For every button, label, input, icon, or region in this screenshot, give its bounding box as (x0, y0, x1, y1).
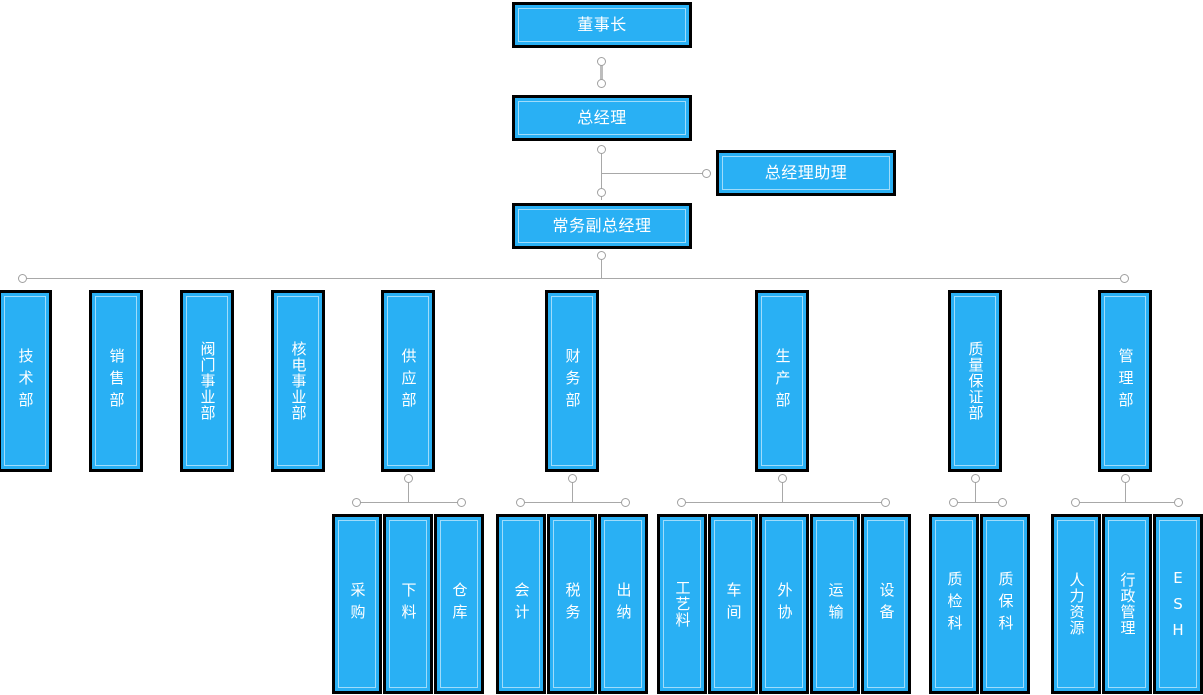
node-subunit-production-3[interactable]: 运输 (810, 514, 860, 694)
node-subunit-admin-1-label: 行政管理 (1118, 572, 1137, 636)
connector-quality-bus (954, 502, 1003, 503)
node-subunit-quality-1[interactable]: 质保科 (980, 514, 1030, 694)
node-department-8[interactable]: 管理部 (1098, 290, 1152, 472)
node-subunit-finance-2-label: 出纳 (614, 582, 633, 626)
connector-dot-supply-bus-right (457, 498, 466, 507)
node-department-3[interactable]: 核电事业部 (271, 290, 325, 472)
connector-finance-bus (521, 502, 626, 503)
connector-dot-chairman-bottom (597, 57, 606, 66)
connector-dot-assistant (702, 169, 711, 178)
node-general-manager-label: 总经理 (577, 107, 627, 127)
node-department-7-label: 质量保证部 (966, 341, 985, 421)
node-subunit-admin-1[interactable]: 行政管理 (1102, 514, 1152, 694)
node-department-5[interactable]: 财务部 (545, 290, 599, 472)
connector-dot-gm-bottom (597, 145, 606, 154)
department-bus-dot-right (1120, 274, 1129, 283)
node-subunit-finance-2[interactable]: 出纳 (598, 514, 648, 694)
connector-admin-bus (1076, 502, 1179, 503)
node-department-1[interactable]: 销售部 (89, 290, 143, 472)
node-chairman[interactable]: 董事长 (512, 2, 692, 48)
node-subunit-production-2[interactable]: 外协 (759, 514, 809, 694)
connector-gm-to-deputy (601, 150, 602, 200)
node-department-7[interactable]: 质量保证部 (948, 290, 1002, 472)
node-subunit-supply-0[interactable]: 采购 (332, 514, 382, 694)
node-subunit-admin-2-label: E S H (1172, 568, 1184, 640)
connector-dot-gm-top (597, 79, 606, 88)
node-department-4[interactable]: 供应部 (381, 290, 435, 472)
connector-production-bus (682, 502, 886, 503)
node-executive-deputy-general-manager[interactable]: 常务副总经理 (512, 203, 692, 249)
node-subunit-production-4-label: 设备 (877, 582, 896, 626)
node-chairman-label: 董事长 (577, 14, 627, 34)
connector-dot-deputy-top (597, 188, 606, 197)
connector-dot-supply-bus-left (352, 498, 361, 507)
connector-deputy-to-bus (601, 255, 602, 279)
node-subunit-production-2-label: 外协 (775, 582, 794, 626)
node-subunit-production-0-label: 工艺料 (673, 580, 692, 628)
node-executive-deputy-general-manager-label: 常务副总经理 (552, 215, 652, 235)
connector-dot-quality-bus-right (998, 498, 1007, 507)
connector-admin-stub (1125, 478, 1126, 502)
connector-dot-supply-parent (404, 474, 413, 483)
connector-dot-quality-parent (971, 474, 980, 483)
node-subunit-quality-0[interactable]: 质检科 (929, 514, 979, 694)
node-subunit-production-1-label: 车间 (724, 582, 743, 626)
department-bus-line (23, 278, 1125, 279)
node-department-8-label: 管理部 (1116, 348, 1135, 414)
node-department-0[interactable]: 技术部 (0, 290, 52, 472)
connector-gm-to-assistant (601, 173, 705, 174)
connector-production-stub (782, 478, 783, 502)
connector-dot-admin-bus-left (1071, 498, 1080, 507)
department-bus-dot-left (18, 274, 27, 283)
connector-dot-production-bus-right (881, 498, 890, 507)
connector-dot-finance-bus-left (516, 498, 525, 507)
connector-supply-bus (357, 502, 462, 503)
node-general-manager[interactable]: 总经理 (512, 95, 692, 141)
node-subunit-production-1[interactable]: 车间 (708, 514, 758, 694)
node-department-2[interactable]: 阀门事业部 (180, 290, 234, 472)
node-subunit-admin-0[interactable]: 人力资源 (1051, 514, 1101, 694)
connector-dot-admin-parent (1121, 474, 1130, 483)
node-subunit-admin-2[interactable]: E S H (1153, 514, 1203, 694)
node-subunit-supply-1-label: 下料 (399, 582, 418, 626)
node-subunit-admin-0-label: 人力资源 (1067, 572, 1086, 636)
node-subunit-supply-2[interactable]: 仓库 (434, 514, 484, 694)
node-subunit-finance-1[interactable]: 税务 (547, 514, 597, 694)
node-subunit-production-3-label: 运输 (826, 582, 845, 626)
node-subunit-quality-0-label: 质检科 (945, 571, 964, 637)
connector-dot-deputy-bottom (597, 251, 606, 260)
connector-dot-quality-bus-left (949, 498, 958, 507)
node-department-2-label: 阀门事业部 (198, 341, 217, 421)
node-subunit-finance-0[interactable]: 会计 (496, 514, 546, 694)
connector-dot-finance-parent (568, 474, 577, 483)
connector-dot-production-parent (778, 474, 787, 483)
node-department-6[interactable]: 生产部 (755, 290, 809, 472)
node-subunit-production-4[interactable]: 设备 (861, 514, 911, 694)
node-department-5-label: 财务部 (563, 348, 582, 414)
node-subunit-production-0[interactable]: 工艺料 (657, 514, 707, 694)
node-assistant-general-manager[interactable]: 总经理助理 (716, 150, 896, 196)
node-subunit-supply-2-label: 仓库 (450, 582, 469, 626)
connector-quality-stub (975, 478, 976, 502)
node-assistant-general-manager-label: 总经理助理 (764, 162, 848, 182)
node-subunit-finance-0-label: 会计 (512, 582, 531, 626)
node-department-3-label: 核电事业部 (289, 341, 308, 421)
node-subunit-supply-1[interactable]: 下料 (383, 514, 433, 694)
connector-finance-stub (572, 478, 573, 502)
connector-dot-production-bus-left (677, 498, 686, 507)
node-department-0-label: 技术部 (16, 348, 35, 414)
node-department-6-label: 生产部 (773, 348, 792, 414)
node-department-4-label: 供应部 (399, 348, 418, 414)
node-subunit-quality-1-label: 质保科 (996, 571, 1015, 637)
connector-chairman-to-gm (600, 62, 603, 84)
connector-dot-admin-bus-right (1174, 498, 1183, 507)
node-subunit-supply-0-label: 采购 (348, 582, 367, 626)
connector-dot-finance-bus-right (621, 498, 630, 507)
node-department-1-label: 销售部 (107, 348, 126, 414)
node-subunit-finance-1-label: 税务 (563, 582, 582, 626)
connector-supply-stub (408, 478, 409, 502)
